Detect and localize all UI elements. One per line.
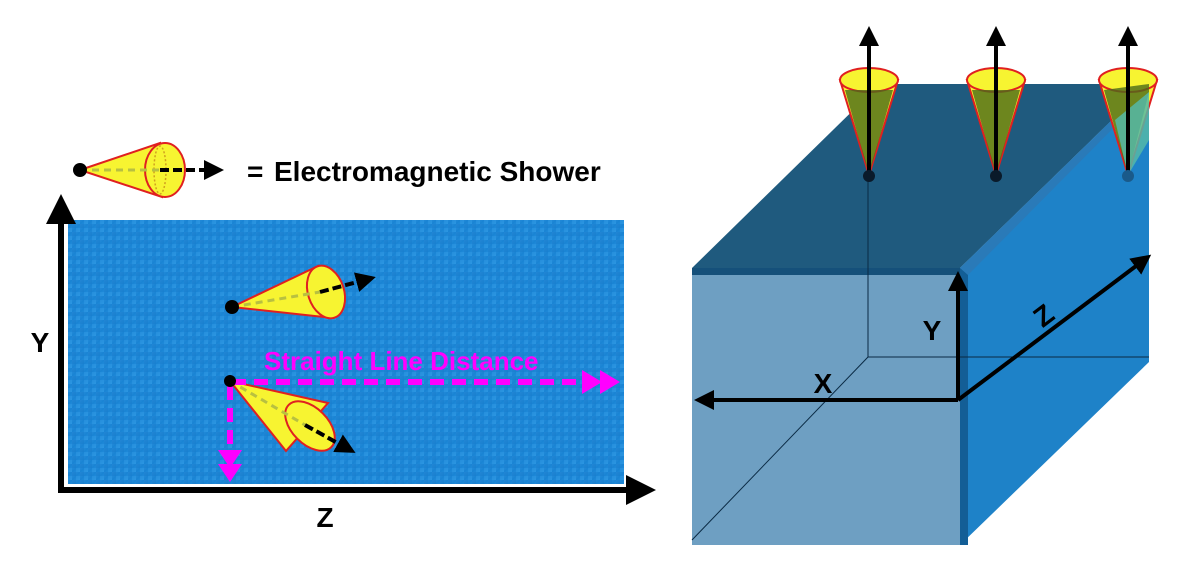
legend: = Electromagnetic Shower xyxy=(73,141,601,199)
distance-arrows xyxy=(218,370,620,482)
top-shower-1 xyxy=(838,26,900,182)
legend-label: Electromagnetic Shower xyxy=(274,156,601,187)
box-front-face xyxy=(692,268,960,545)
detector-box: X Y Z xyxy=(691,26,1159,545)
distance-label: Straight Line Distance xyxy=(264,346,539,376)
box-z-axis xyxy=(956,254,1152,402)
y-axis-label: Y xyxy=(31,327,50,358)
legend-equals: = xyxy=(247,156,263,187)
shower-icon xyxy=(73,141,224,199)
top-shower-2 xyxy=(965,26,1027,182)
box-side-face xyxy=(960,84,1149,545)
box-x-label: X xyxy=(814,368,833,399)
shower-lower xyxy=(227,379,356,453)
side-view-panel: Y Z Straight Line Distance xyxy=(31,194,656,533)
z-axis-label: Z xyxy=(316,502,333,533)
box-top-face xyxy=(692,84,1149,268)
shower-upper xyxy=(225,264,376,320)
box-y-label: Y xyxy=(923,315,942,346)
top-shower-3 xyxy=(1097,26,1159,182)
